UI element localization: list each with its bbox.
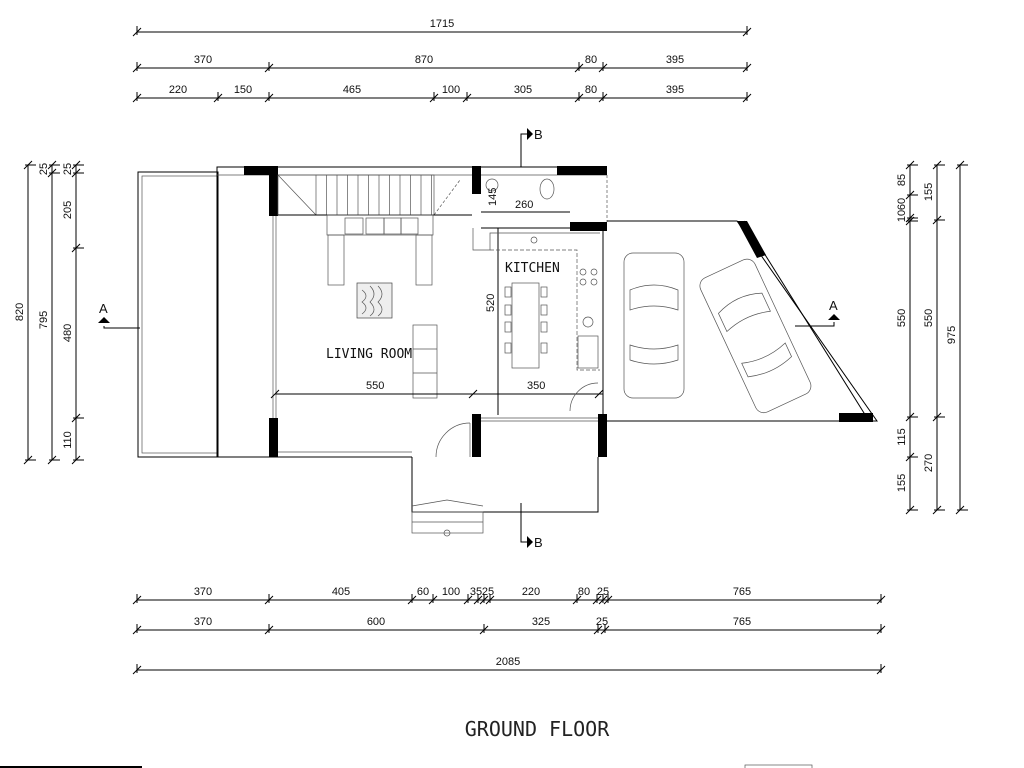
dimension-label: 550 [896, 309, 908, 327]
section-marker-b-top: B [520, 127, 543, 167]
dimension-label: 155 [923, 183, 935, 201]
dimension-label: 10 [896, 210, 908, 222]
dimension-label: 220 [169, 84, 187, 96]
chair [504, 304, 512, 316]
dimension-label: 395 [666, 54, 684, 66]
dimension-label: 405 [332, 586, 350, 598]
top-dimension-chain: 370 870 80 395 [132, 54, 752, 73]
chair [540, 321, 548, 333]
top-dimension-chain: 220 150 465 100 305 80 395 [132, 84, 752, 103]
chair [504, 321, 512, 333]
dimension-label: 25 [38, 163, 50, 175]
right-dimension-chain: 975 [946, 160, 968, 515]
left-dimension-chain: 25 205 480 110 [62, 160, 84, 465]
dimension-label: 975 [946, 326, 958, 344]
dimension-label: 25 [62, 163, 74, 175]
section-marker-b-bottom: B [520, 503, 543, 550]
svg-text:A: A [829, 298, 838, 313]
car-icon [699, 258, 812, 414]
dimension-label: 100 [442, 84, 460, 96]
dimension-label: 60 [896, 198, 908, 210]
dim-stair-gap: 145 [487, 188, 499, 206]
dimension-label: 115 [896, 428, 908, 446]
dimension-label: 220 [522, 586, 540, 598]
right-dimension-chain: 155 550 270 [923, 160, 945, 515]
dimension-label: 820 [14, 303, 26, 321]
dimension-label: 85 [896, 174, 908, 186]
chair [504, 342, 512, 354]
car-icon [623, 252, 685, 399]
dimension-label: 325 [532, 616, 550, 628]
dimension-label: 600 [367, 616, 385, 628]
dim-kitchen-depth: 520 [485, 294, 497, 312]
doors [435, 382, 599, 458]
chair [504, 286, 512, 298]
dimension-label: 25 [482, 586, 494, 598]
room-label-living: LIVING ROOM [326, 347, 412, 362]
svg-text:B: B [534, 535, 543, 550]
dimension-label: 465 [343, 84, 361, 96]
dimension-label: 370 [194, 586, 212, 598]
dimension-label: 80 [585, 84, 597, 96]
dimension-label: 100 [442, 586, 460, 598]
kitchen-area: KITCHEN 520 [472, 228, 600, 415]
dimension-label: 795 [38, 311, 50, 329]
dimension-label: 870 [415, 54, 433, 66]
dimension-label: 370 [194, 54, 212, 66]
dimension-label: 25 [597, 586, 609, 598]
svg-text:B: B [534, 127, 543, 142]
svg-text:A: A [99, 301, 108, 316]
dimension-label: 765 [733, 586, 751, 598]
dimension-label: 80 [585, 54, 597, 66]
dimension-label: 370 [194, 616, 212, 628]
living-furniture: LIVING ROOM [326, 214, 438, 399]
dimension-label: 550 [923, 309, 935, 327]
dim-kitchen-width: 350 [527, 380, 545, 392]
dimension-label: 395 [666, 84, 684, 96]
dimension-label: 480 [62, 324, 74, 342]
room-label-kitchen: KITCHEN [505, 261, 560, 276]
drawing-title: GROUND FLOOR [465, 717, 610, 741]
top-dimension-chain: 1715 [132, 18, 752, 37]
dimension-label: 765 [733, 616, 751, 628]
dimension-label: 60 [417, 586, 429, 598]
rug [356, 282, 393, 319]
chair [540, 304, 548, 316]
dimension-label: 205 [62, 201, 74, 219]
staircase [277, 174, 472, 216]
entrance-porch [411, 457, 599, 537]
dimension-chains: 1715 370 870 80 395 220 150 465 100 305 80 395 370 40… [14, 18, 968, 675]
bottom-dimension-chain: 2085 [132, 656, 886, 675]
dimension-label: 305 [514, 84, 532, 96]
parking [607, 220, 878, 422]
terrace [137, 171, 219, 458]
chair [540, 286, 548, 298]
wc: 145 260 [481, 140, 570, 229]
dim-living-width: 550 [366, 380, 384, 392]
dimension-label: 270 [923, 454, 935, 472]
exterior-walls [216, 166, 608, 458]
interior-dimension-line: 550 350 [270, 380, 604, 399]
dimension-label: 150 [234, 84, 252, 96]
dimension-label: 35 [470, 586, 482, 598]
dimension-label: 80 [578, 586, 590, 598]
dimension-label: 25 [596, 616, 608, 628]
section-markers: A A B B [98, 127, 840, 550]
bottom-dimension-chain: 370 600 325 25 765 [132, 616, 886, 635]
left-dimension-chain: 25 795 [38, 160, 60, 465]
dimension-label: 110 [62, 431, 74, 449]
dimension-label: 155 [896, 474, 908, 492]
section-marker-a-left: A [98, 301, 140, 329]
dimension-label: 2085 [496, 656, 520, 668]
left-dimension-chain: 820 [14, 160, 36, 465]
chair [540, 342, 548, 354]
dim-wc-width: 260 [515, 199, 533, 211]
section-marker-a-right: A [795, 298, 840, 327]
dimension-label: 1715 [430, 18, 454, 30]
